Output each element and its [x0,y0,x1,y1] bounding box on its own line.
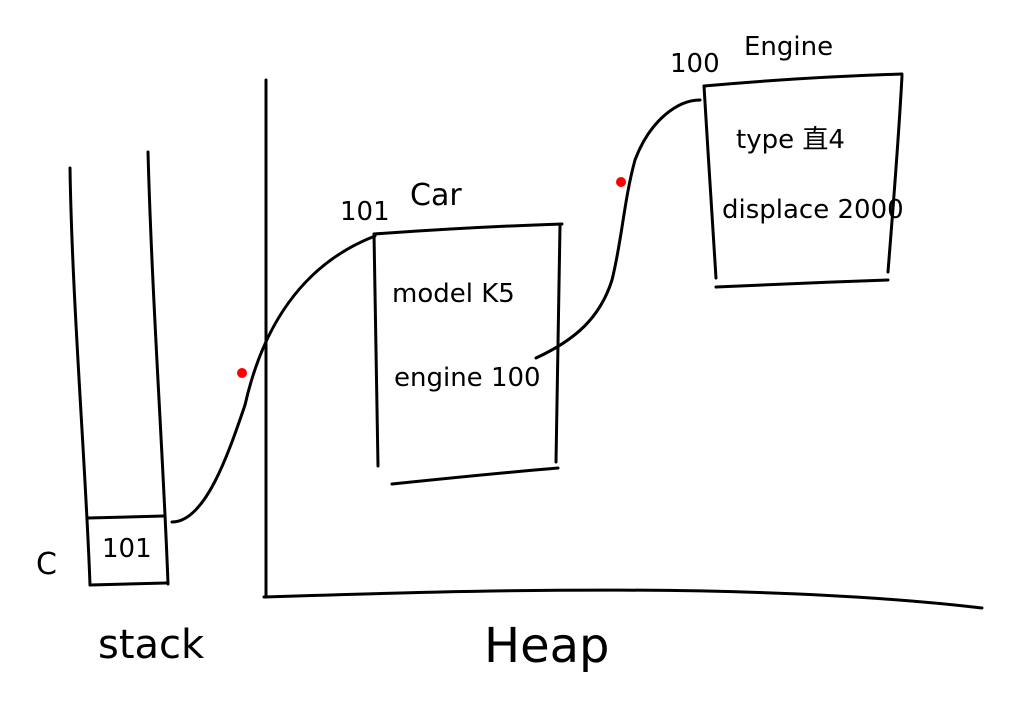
heap-title: Heap [484,618,610,674]
reference-car-to-engine [534,98,702,360]
engine-object: 100 Engine type 直4 displace 2000 [670,32,904,289]
heap-floor-line [262,588,984,610]
reference-stack-to-car [170,234,377,524]
heap-region: Heap [262,78,984,674]
red-marker-dot [237,368,247,378]
stack-variable-label: C [36,547,57,582]
car-box-left [372,232,380,468]
stack-region: 101 C stack [36,150,205,668]
car-box-right [554,224,562,464]
stack-title: stack [98,622,205,668]
engine-address: 100 [670,49,720,79]
stack-slot-value: 101 [102,534,152,564]
engine-field-type: type 直4 [736,125,845,155]
stack-slot-top-line [86,514,166,520]
stack-right-wall [146,150,170,586]
stack-left-wall [68,166,92,587]
engine-box-top [702,72,904,88]
car-box-bottom [390,466,560,486]
car-box-top [372,222,564,236]
car-class-name: Car [410,178,462,213]
car-field-model: model K5 [392,279,515,309]
car-object: 101 Car model K5 engine 100 [340,178,564,486]
engine-class-name: Engine [744,32,833,62]
engine-box-bottom [714,278,890,289]
car-field-engine: engine 100 [394,363,541,393]
engine-field-displacement: displace 2000 [722,195,904,225]
car-address: 101 [340,197,390,227]
engine-box-left [702,84,718,280]
stack-bottom-line [88,581,168,587]
engine-box-right [886,74,904,274]
red-marker-dot [616,177,626,187]
